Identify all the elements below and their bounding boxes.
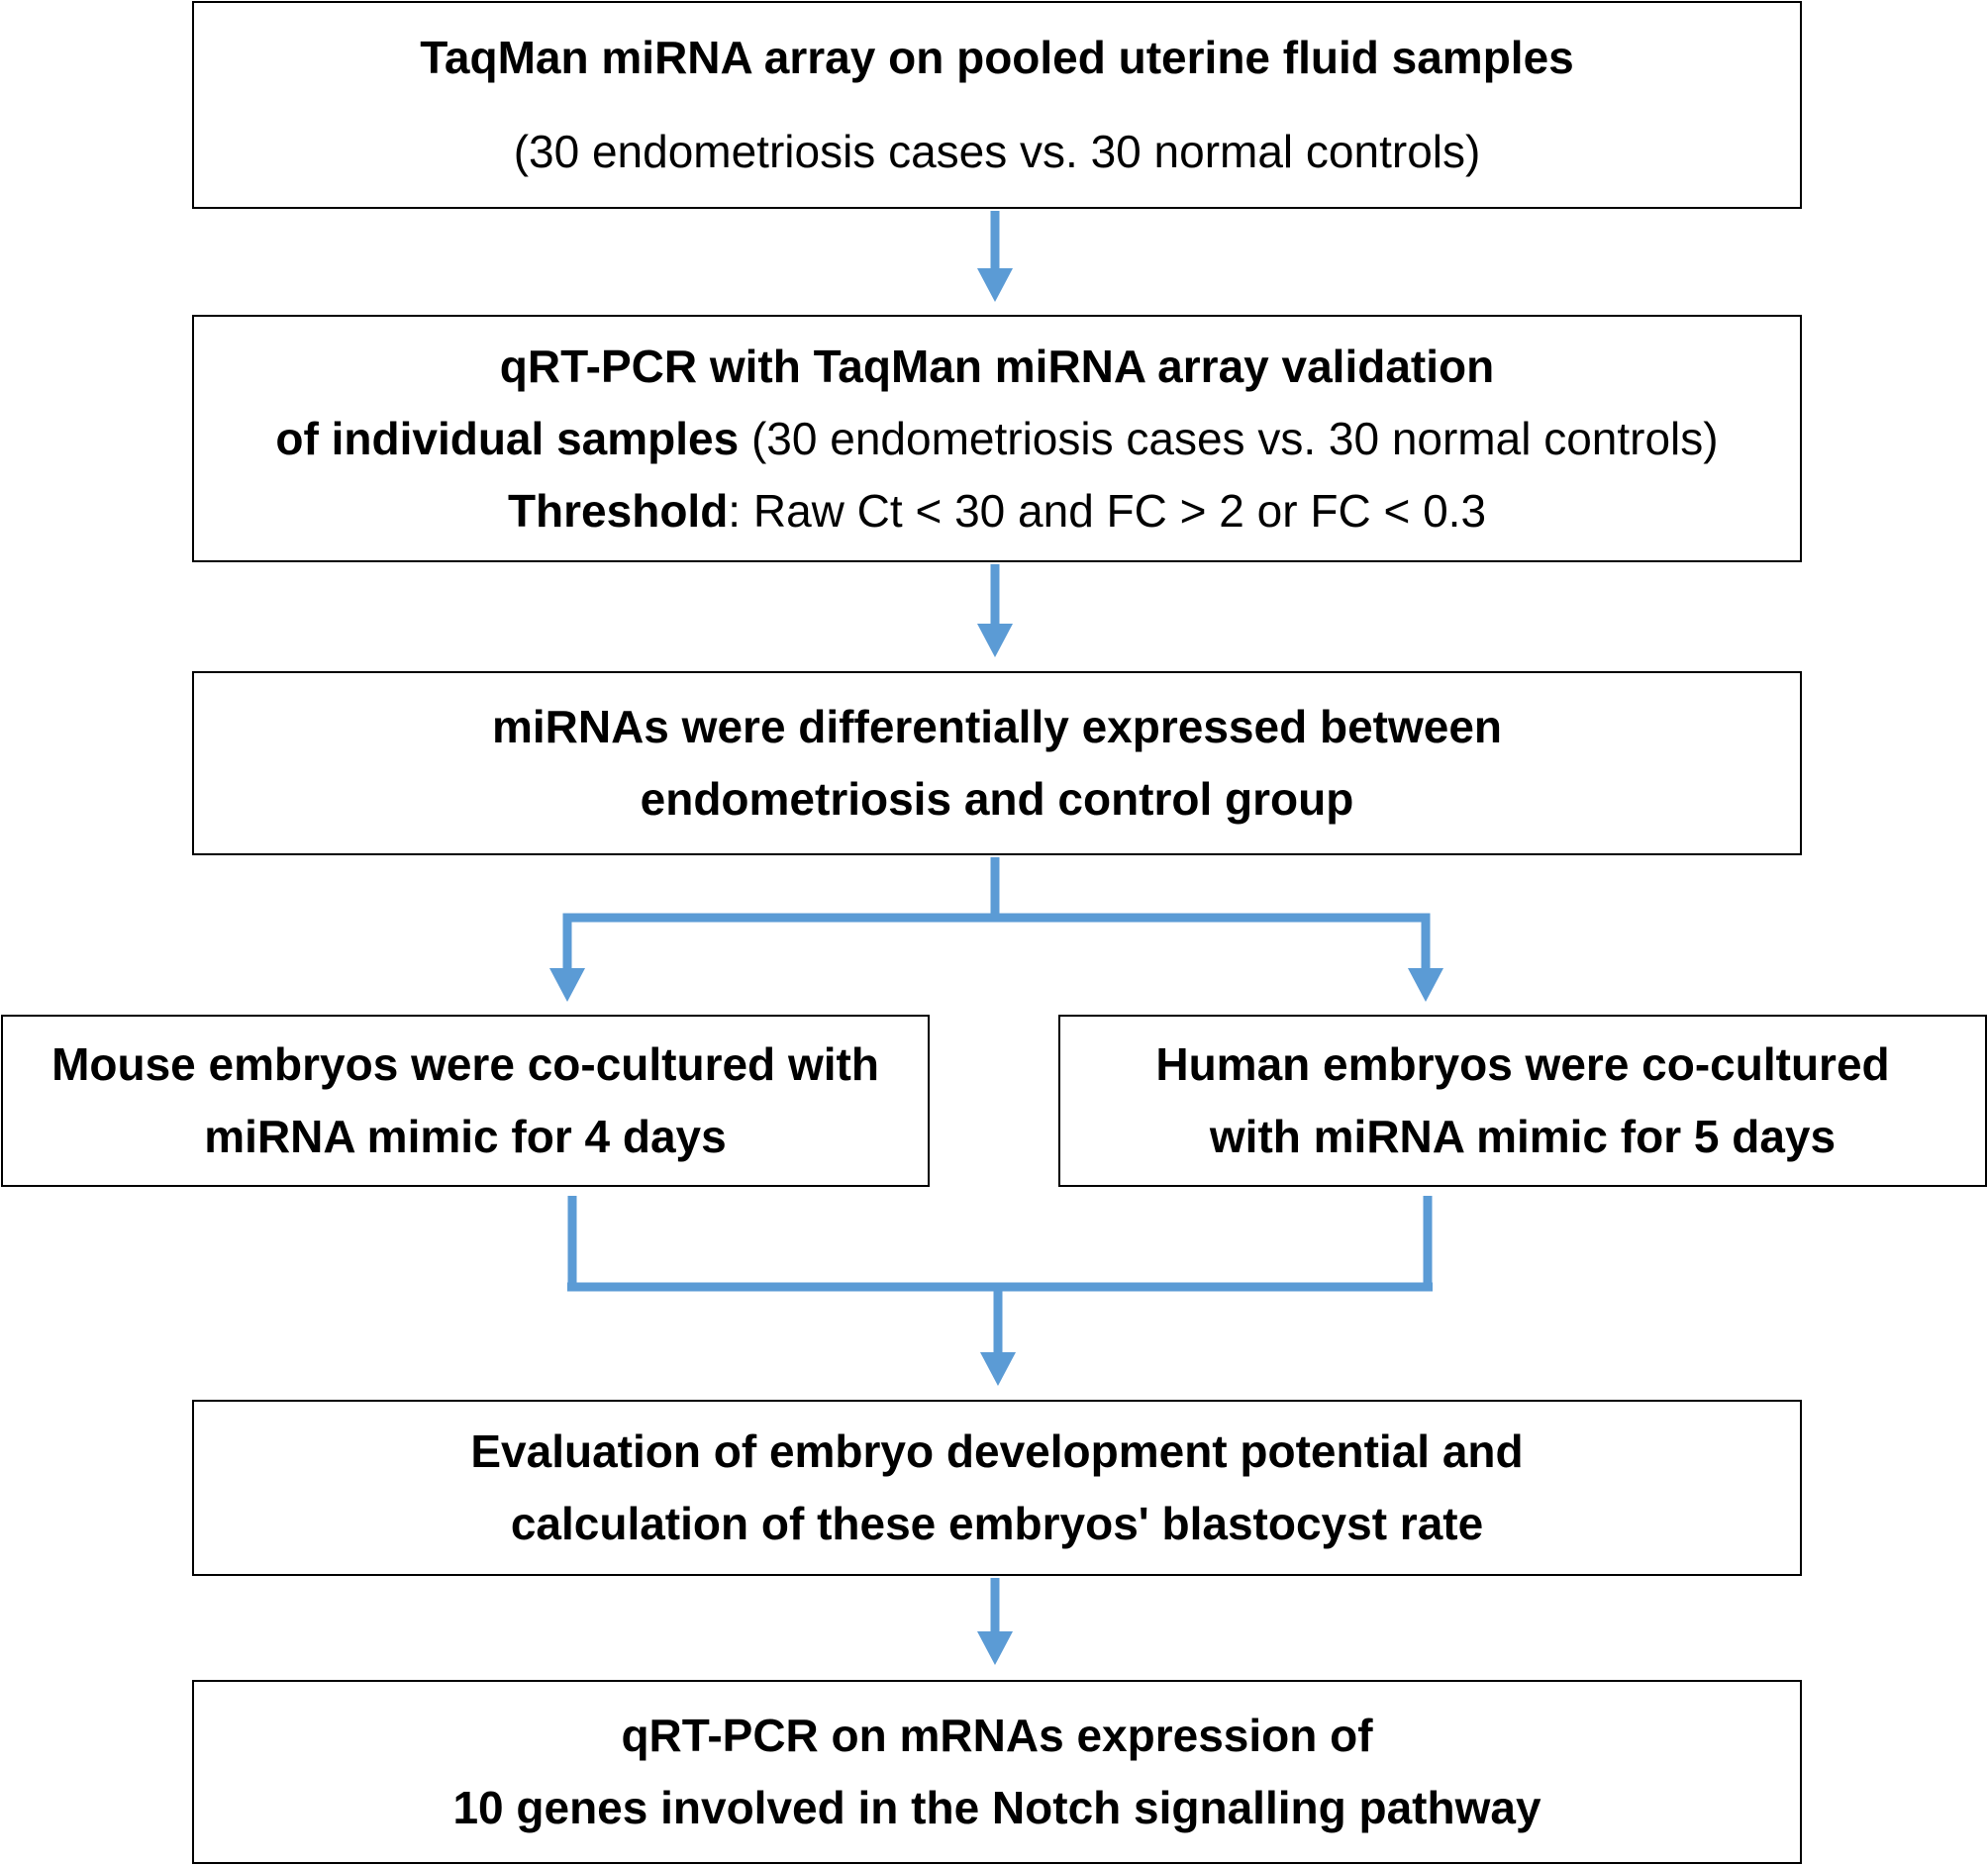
arrowhead-qrtpcr <box>977 268 1013 302</box>
box-taqman-array-title: TaqMan miRNA array on pooled uterine flu… <box>420 32 1574 83</box>
box-differential-expression-line1: miRNAs were differentially expressed bet… <box>491 701 1503 752</box>
box-notch-pathway: qRT-PCR on mRNAs expression of 10 genes … <box>192 1680 1802 1864</box>
box-notch-pathway-line2: 10 genes involved in the Notch signallin… <box>452 1782 1541 1833</box>
box-qrtpcr-validation-samples: of individual samples (30 endometriosis … <box>275 403 1718 475</box>
box-notch-pathway-line1: qRT-PCR on mRNAs expression of <box>621 1710 1373 1761</box>
box-evaluation: Evaluation of embryo development potenti… <box>192 1400 1802 1576</box>
box-evaluation-line1: Evaluation of embryo development potenti… <box>470 1425 1524 1477</box>
box-differential-expression-line2: endometriosis and control group <box>640 773 1354 825</box>
box-qrtpcr-validation-threshold: Threshold: Raw Ct < 30 and FC > 2 or FC … <box>508 475 1486 547</box>
box-human-embryos-line1: Human embryos were co-cultured <box>1155 1038 1890 1090</box>
threshold-label: Threshold <box>507 484 729 537</box>
box-mouse-embryos-line2: miRNA mimic for 4 days <box>204 1111 727 1162</box>
box-taqman-array-subtitle: (30 endometriosis cases vs. 30 normal co… <box>513 126 1481 177</box>
arrowhead-notch <box>977 1631 1013 1665</box>
box-qrtpcr-validation-title: qRT-PCR with TaqMan miRNA array validati… <box>499 340 1495 392</box>
box-mouse-embryos-line1: Mouse embryos were co-cultured with <box>51 1038 879 1090</box>
connector-split-to-mouse <box>562 913 1431 975</box>
box-human-embryos: Human embryos were co-cultured with miRN… <box>1058 1015 1987 1187</box>
arrowhead-human <box>1408 968 1443 1002</box>
individual-samples-detail: (30 endometriosis cases vs. 30 normal co… <box>739 412 1719 464</box>
box-qrtpcr-validation: qRT-PCR with TaqMan miRNA array validati… <box>192 315 1802 562</box>
box-evaluation-line2: calculation of these embryos' blastocyst… <box>510 1498 1484 1549</box>
box-differential-expression: miRNAs were differentially expressed bet… <box>192 671 1802 855</box>
individual-samples-label: of individual samples <box>275 412 740 464</box>
arrowhead-mouse <box>549 968 585 1002</box>
box-mouse-embryos: Mouse embryos were co-cultured with miRN… <box>1 1015 930 1187</box>
arrowhead-eval <box>980 1352 1016 1386</box>
box-taqman-array: TaqMan miRNA array on pooled uterine flu… <box>192 1 1802 209</box>
threshold-value: : Raw Ct < 30 and FC > 2 or FC < 0.3 <box>728 484 1487 537</box>
arrowhead-diff <box>977 624 1013 657</box>
box-human-embryos-line2: with miRNA mimic for 5 days <box>1209 1111 1837 1162</box>
